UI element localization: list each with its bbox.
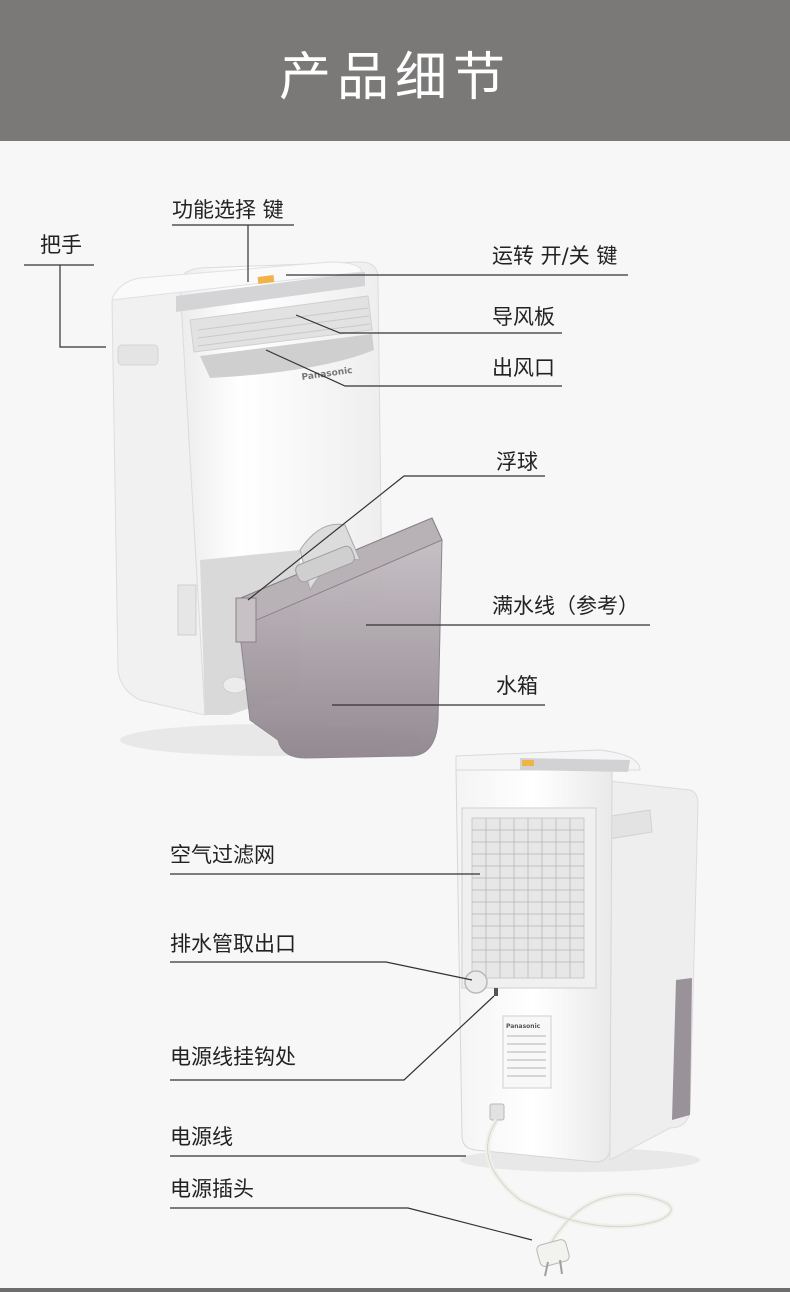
- front-unit: Panasonic: [111, 261, 443, 759]
- header-banner: 产品细节: [0, 0, 790, 141]
- label-power-cord: 电源线: [170, 1125, 233, 1149]
- leader-lines: [24, 224, 650, 1241]
- label-air-guide: 导风板: [492, 305, 555, 329]
- label-power-plug: 电源插头: [170, 1177, 254, 1201]
- label-cord-hook: 电源线挂钩处: [170, 1045, 296, 1069]
- label-water-tank: 水箱: [496, 674, 538, 698]
- label-float-ball: 浮球: [496, 450, 538, 474]
- brand-logo-back: Panasonic: [506, 1023, 541, 1030]
- page-title: 产品细节: [278, 48, 511, 108]
- label-full-water-line: 满水线（参考）: [492, 594, 639, 618]
- power-plug: [536, 1239, 570, 1277]
- label-air-outlet: 出风口: [492, 356, 555, 380]
- footer-divider: [0, 1288, 790, 1292]
- label-function-select-key: 功能选择 键: [172, 198, 284, 222]
- label-power-key: 运转 开/关 键: [492, 244, 618, 268]
- back-unit: Panasonic: [455, 749, 700, 1277]
- label-air-filter: 空气过滤网: [170, 843, 275, 867]
- label-drain-outlet: 排水管取出口: [170, 932, 296, 956]
- label-handle: 把手: [40, 233, 82, 257]
